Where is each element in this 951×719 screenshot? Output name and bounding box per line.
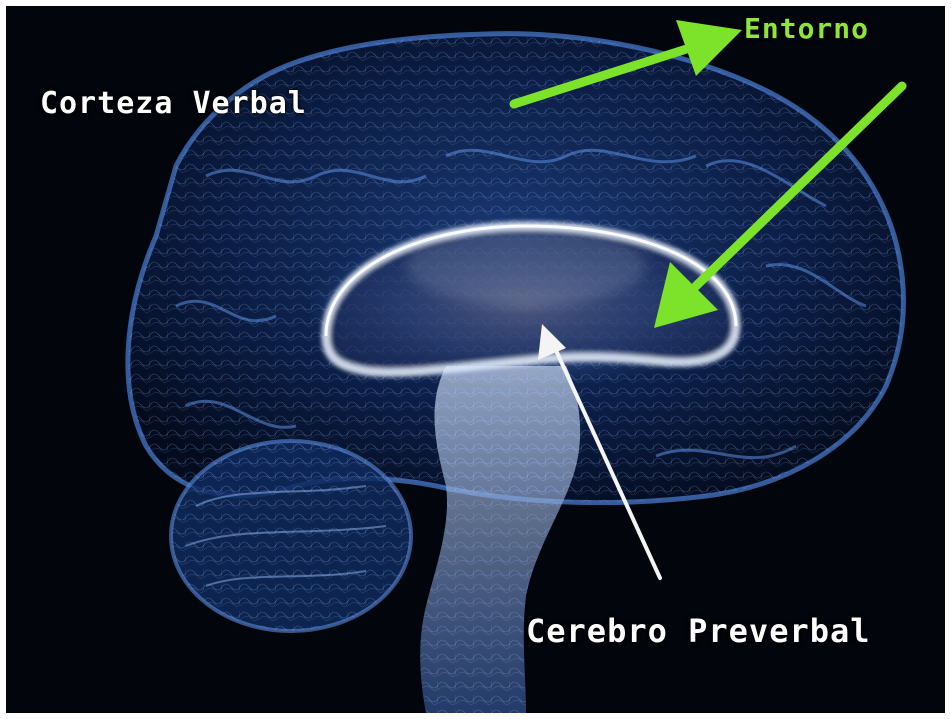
entorno-label: Entorno [744, 12, 869, 45]
corteza-verbal-label: Corteza Verbal [40, 86, 307, 121]
image-frame: Corteza Verbal Entorno Cerebro Preverbal [6, 6, 945, 713]
cerebro-preverbal-label: Cerebro Preverbal [526, 612, 871, 650]
cerebellum [171, 441, 411, 631]
brain-stem [420, 366, 580, 713]
